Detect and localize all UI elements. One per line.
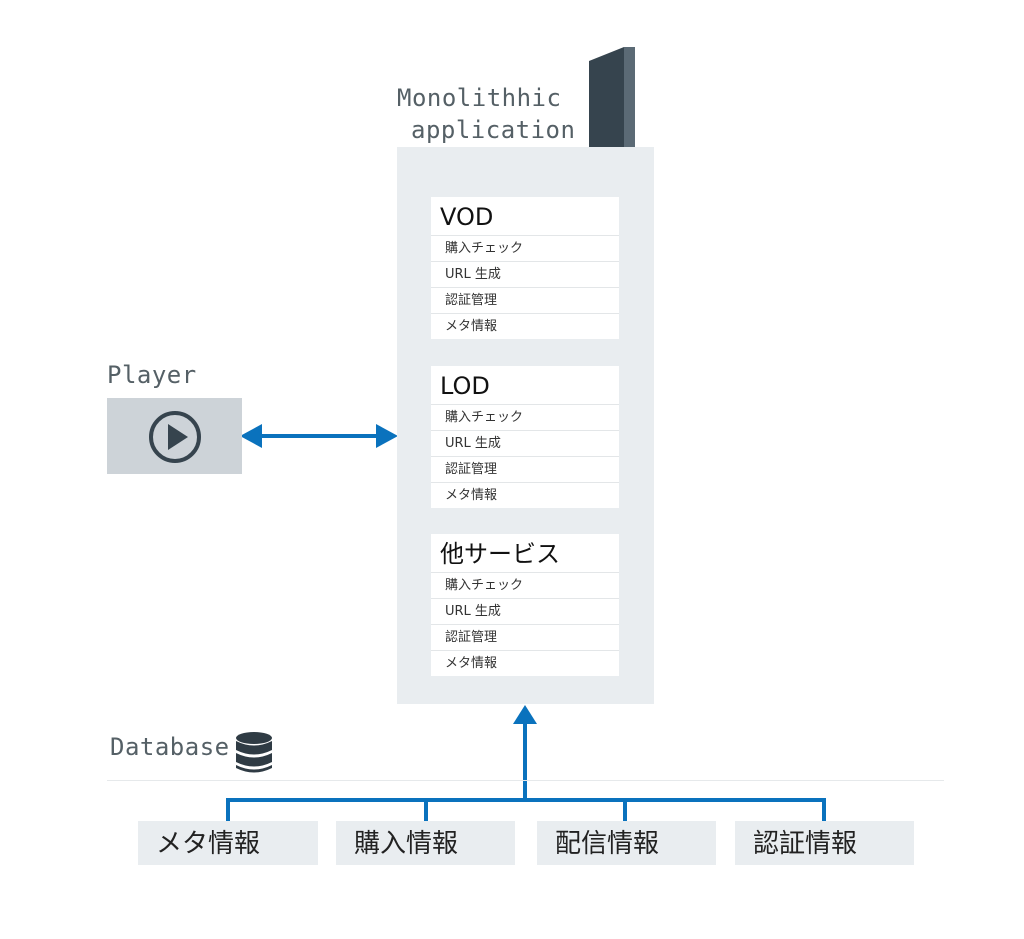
monolith-title: Monolithhic application [397, 82, 575, 146]
store-delivery: 配信情報 [537, 821, 716, 865]
database-monolith-arrow [226, 705, 826, 821]
service-function: URL 生成 [431, 599, 619, 625]
service-vod: VOD 購入チェック URL 生成 認証管理 メタ情報 [431, 197, 619, 339]
play-circle-icon [149, 411, 201, 463]
service-function: 認証管理 [431, 288, 619, 314]
service-other: 他サービス 購入チェック URL 生成 認証管理 メタ情報 [431, 534, 619, 676]
monolith-title-line2: application [411, 116, 576, 144]
service-function: 認証管理 [431, 457, 619, 483]
player-label: Player [107, 361, 197, 389]
store-purchase: 購入情報 [336, 821, 515, 865]
service-function: URL 生成 [431, 431, 619, 457]
store-auth: 認証情報 [735, 821, 914, 865]
service-function: メタ情報 [445, 488, 498, 503]
database-divider [107, 780, 944, 781]
service-function: 購入チェック [431, 573, 619, 599]
service-function: URL 生成 [431, 262, 619, 288]
monolith-title-line1: Monolithhic [397, 84, 562, 112]
database-label: Database [110, 733, 230, 761]
service-function: メタ情報 [445, 319, 498, 334]
service-function: メタ情報 [445, 656, 498, 671]
service-title: VOD [431, 197, 619, 236]
player-box [107, 398, 242, 474]
service-title: 他サービス [431, 534, 619, 573]
service-lod: LOD 購入チェック URL 生成 認証管理 メタ情報 [431, 366, 619, 508]
player-monolith-arrow [240, 424, 398, 448]
database-icon [236, 732, 272, 773]
service-function: 購入チェック [431, 405, 619, 431]
service-function: 購入チェック [431, 236, 619, 262]
service-function: 認証管理 [431, 625, 619, 651]
service-title: LOD [431, 366, 619, 405]
store-meta: メタ情報 [138, 821, 318, 865]
